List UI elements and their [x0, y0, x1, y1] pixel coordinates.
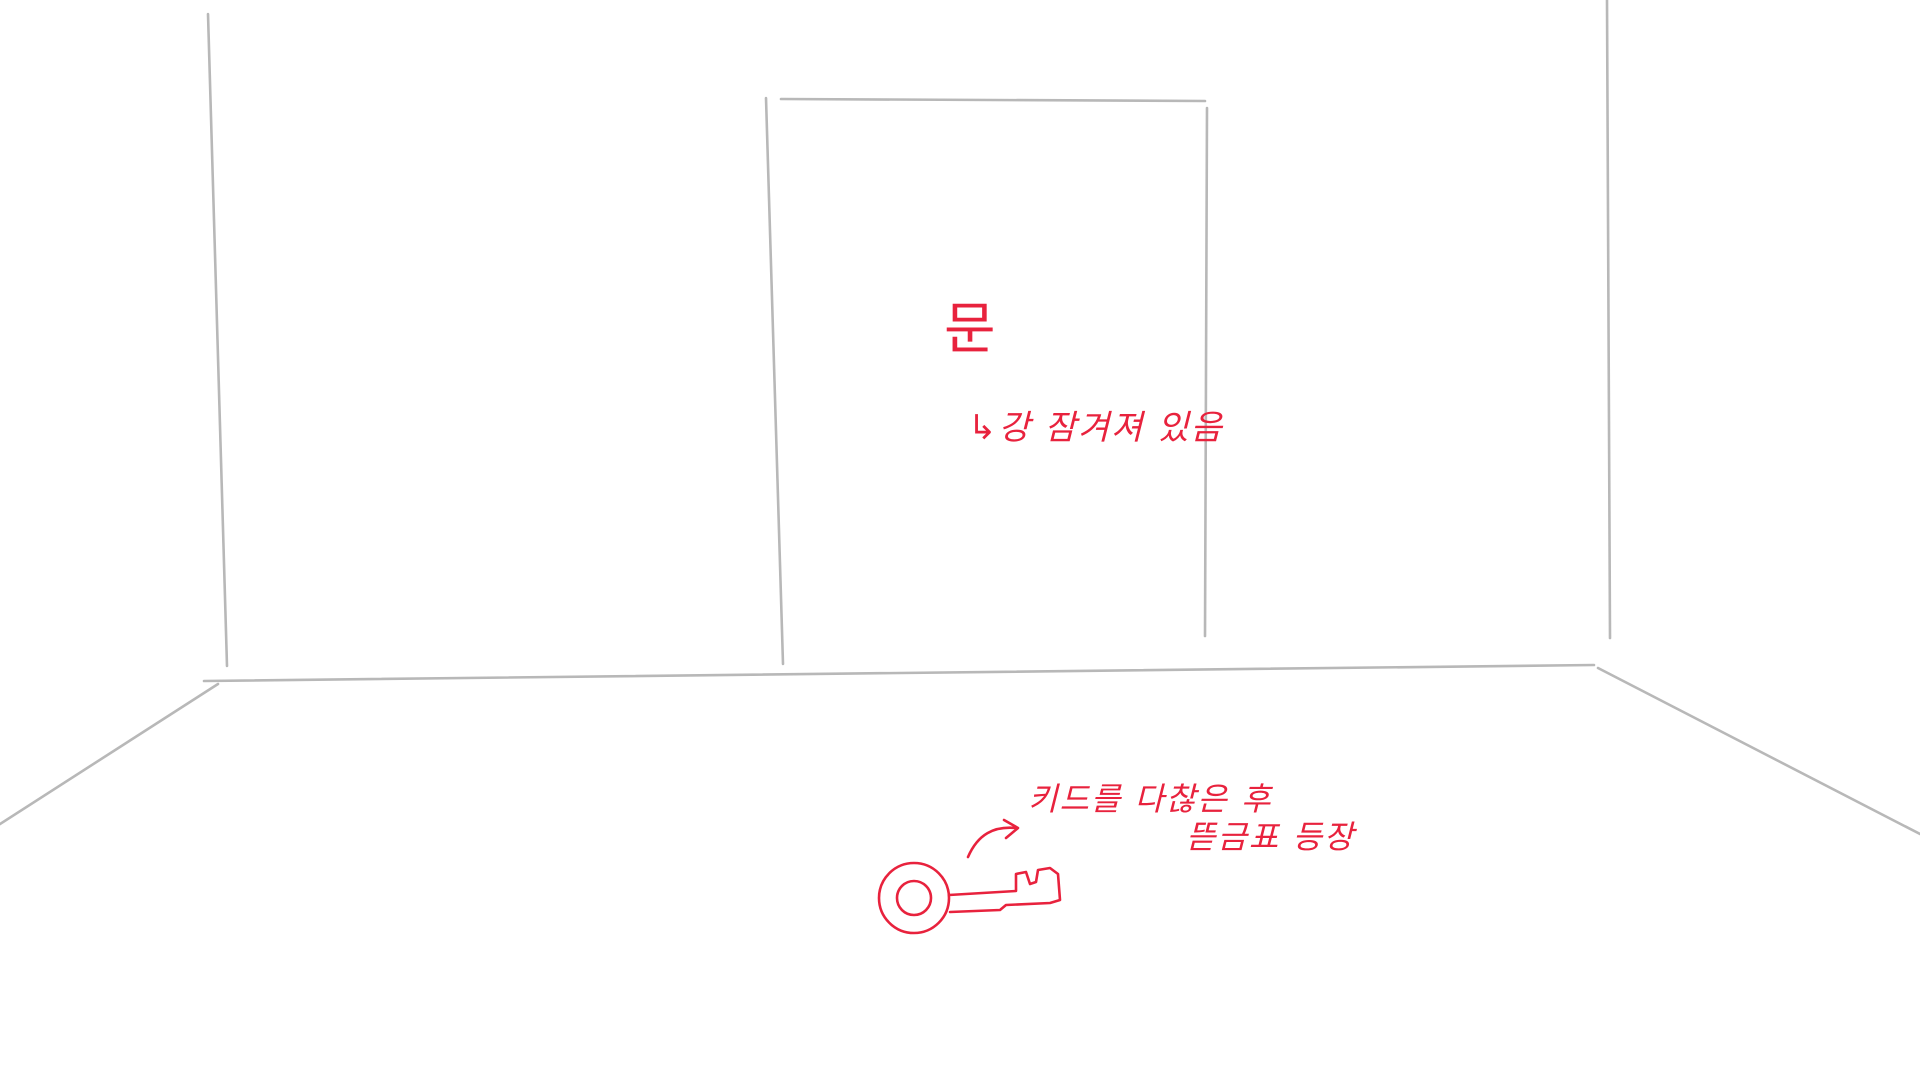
door-locked-note: ↳강 잠겨져 있음 — [968, 408, 1224, 448]
floor-back-line — [202, 663, 1596, 683]
key-icon — [877, 818, 1062, 935]
left-wall-corner-line — [206, 12, 229, 668]
key-shaft — [947, 866, 1062, 914]
right-wall-corner-line — [1605, 0, 1612, 640]
door-outline — [764, 96, 1209, 666]
door-left-edge — [764, 96, 785, 666]
floor-right-perspective-line — [1596, 666, 1920, 836]
door-right-edge — [1203, 106, 1209, 638]
floor-left-perspective-line — [0, 682, 220, 826]
key-bow-outer — [877, 861, 951, 935]
door-top-edge — [779, 97, 1207, 103]
key-note-line-2: 뜯금표 등장 — [1186, 818, 1356, 856]
key-bow-inner — [895, 879, 933, 917]
key-note-line-1: 키드를 다찮은 후 — [1028, 780, 1273, 818]
pointer-arrow — [966, 818, 1020, 859]
door-label: 문 — [944, 297, 998, 362]
